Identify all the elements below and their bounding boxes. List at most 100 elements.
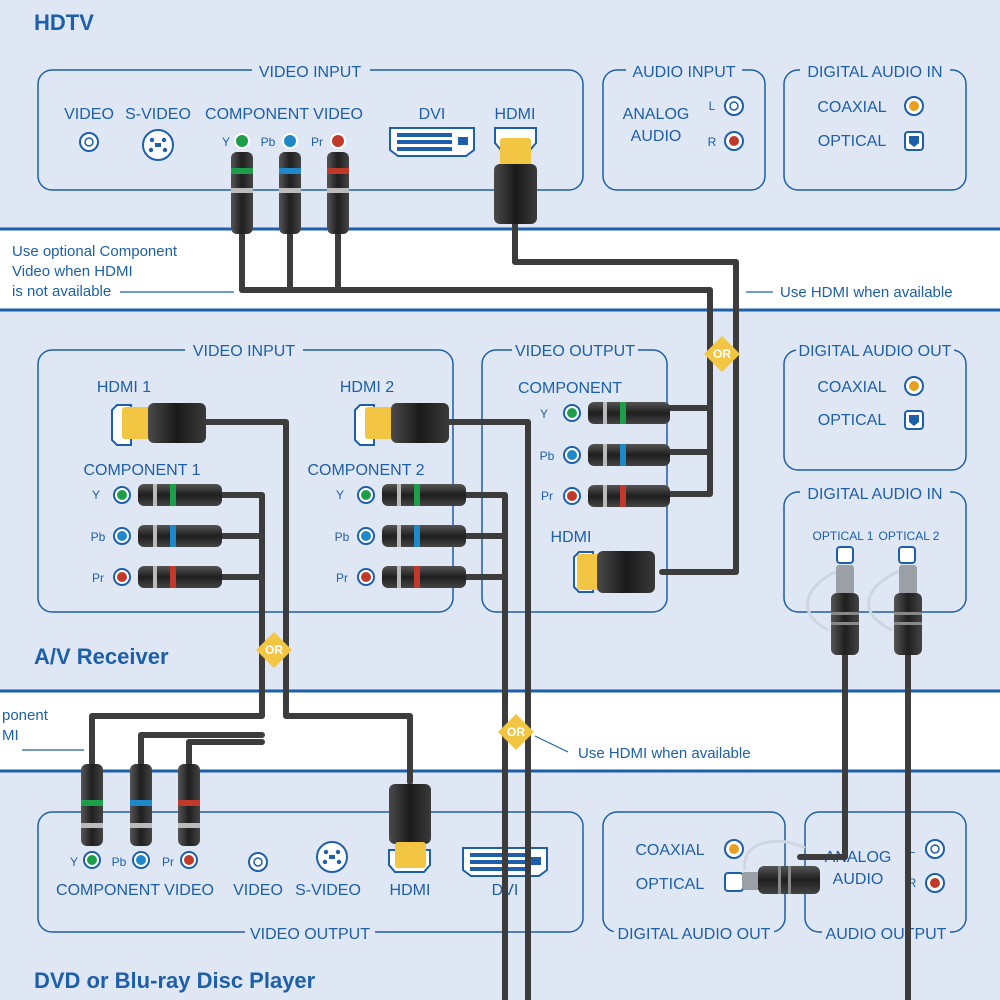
hdtv-svideo-label: S-VIDEO [125, 106, 191, 123]
receiver-digital-audio-in-title: DIGITAL AUDIO IN [807, 486, 942, 503]
receiver-out-pr-label: Pr [541, 489, 553, 503]
player-optical-label: OPTICAL [636, 876, 705, 893]
hdtv-r-label: R [708, 135, 717, 149]
svg-text:OR: OR [265, 643, 283, 657]
receiver-title: A/V Receiver [34, 644, 169, 669]
hdtv-hdmi-label: HDMI [495, 106, 536, 123]
hdtv-video-label: VIDEO [64, 106, 114, 123]
hdtv-video-jack-icon [79, 132, 99, 152]
note-hdmi-top: Use HDMI when available [746, 284, 953, 301]
hdtv-y-plug-icon [231, 133, 253, 234]
note-component-cut-line2: MI [2, 727, 19, 744]
player-panel [0, 772, 1000, 1000]
receiver-optical2-label: OPTICAL 2 [879, 529, 940, 543]
player-c-pb-cable [138, 732, 265, 771]
note-component: Use optional Component Video when HDMI i… [12, 243, 234, 300]
player-analog-label-2: AUDIO [833, 871, 884, 888]
receiver-out-hdmi-plug-icon [577, 551, 655, 593]
receiver-out-pb-label: Pb [540, 449, 555, 463]
receiver-video-output-title: VIDEO OUTPUT [515, 343, 635, 360]
player-digital-audio-out-box: DIGITAL AUDIO OUT COAXIAL OPTICAL [602, 811, 786, 943]
hdtv-coaxial-label: COAXIAL [817, 99, 886, 116]
hdtv-hdmi-cable [512, 217, 739, 575]
hdtv-component-label: COMPONENT VIDEO [205, 106, 363, 123]
receiver-out-y-plug-icon [563, 402, 670, 424]
or-badge-top: OR [704, 336, 740, 372]
receiver-c2-pr-label: Pr [336, 571, 348, 585]
hdtv-audio-input-box: AUDIO INPUT ANALOG AUDIO L R [602, 60, 766, 191]
receiver-optical-port-icon [904, 410, 924, 430]
receiver-video-input-title: VIDEO INPUT [193, 343, 295, 360]
player-coaxial-label: COAXIAL [635, 842, 704, 859]
receiver-coaxial-jack-icon [904, 376, 924, 396]
hdtv-hdmi-plug-icon [494, 138, 537, 224]
player-audio-l-jack-icon [925, 839, 945, 859]
note-hdmi-bottom: Use HDMI when available [534, 735, 751, 762]
hdtv-coaxial-jack-icon [904, 96, 924, 116]
svg-text:OR: OR [713, 347, 731, 361]
hdtv-digital-audio-in-title: DIGITAL AUDIO IN [807, 64, 942, 81]
optical-clear-cables [743, 566, 909, 871]
hdtv-component-y-cable [239, 227, 713, 411]
optical1-cable [797, 647, 848, 860]
hdtv-svideo-jack-icon [142, 129, 174, 161]
receiver-c2-pb-label: Pb [335, 530, 350, 544]
player-video-output-title: VIDEO OUTPUT [250, 926, 370, 943]
receiver-c2-plugs [357, 484, 466, 588]
receiver-hdmi1-cable [202, 419, 413, 785]
hdtv-analog-label-2: AUDIO [631, 128, 682, 145]
hdtv-l-label: L [709, 99, 716, 113]
receiver-hdmi1-plug-icon [122, 403, 206, 443]
receiver-digital-audio-in-box: DIGITAL AUDIO IN OPTICAL 1 OPTICAL 2 [783, 482, 967, 613]
player-hdmi-label: HDMI [390, 882, 431, 899]
note-component-cut: ponent MI [2, 707, 84, 751]
receiver-coaxial-label: COAXIAL [817, 379, 886, 396]
receiver-optical2-port-icon [898, 546, 916, 564]
player-audio-output-title: AUDIO OUTPUT [826, 926, 947, 943]
hdtv-dvi-label: DVI [419, 106, 446, 123]
player-pb-plug-icon [130, 764, 152, 869]
hdtv-pr-plug-icon [327, 133, 349, 234]
hdtv-video-input-title: VIDEO INPUT [259, 64, 361, 81]
player-video-label: VIDEO [233, 882, 283, 899]
player-hdmi-plug-icon [389, 784, 431, 868]
or-badge-left: OR [256, 632, 292, 668]
note-component-cut-line1: ponent [2, 707, 49, 724]
receiver-c1-pb-plug-icon [113, 525, 222, 547]
player-svideo-label: S-VIDEO [295, 882, 361, 899]
hdtv-optical-label: OPTICAL [818, 133, 887, 150]
hdtv-component-plugs [231, 133, 349, 234]
receiver-c1-pr-label: Pr [92, 571, 104, 585]
player-y-plug-icon [81, 764, 103, 869]
receiver-component1-label: COMPONENT 1 [83, 462, 200, 479]
receiver-digital-audio-out-title: DIGITAL AUDIO OUT [799, 343, 952, 360]
player-title: DVD or Blu-ray Disc Player [34, 968, 316, 993]
player-y-label: Y [70, 855, 78, 869]
hdtv-optical-port-icon [904, 131, 924, 151]
receiver-c1-y-label: Y [92, 488, 100, 502]
receiver-c1-plugs [113, 484, 222, 588]
receiver-c2-y-label: Y [336, 488, 344, 502]
receiver-hdmi2-label: HDMI 2 [340, 379, 394, 396]
player-l-label: L [909, 842, 916, 856]
hdtv-video-input-box: VIDEO INPUT VIDEO S-VIDEO COMPONENT VIDE… [37, 60, 584, 191]
receiver-component2-label: COMPONENT 2 [307, 462, 424, 479]
receiver-out-pr-plug-icon [563, 485, 670, 507]
player-digital-audio-out-title: DIGITAL AUDIO OUT [618, 926, 771, 943]
player-coaxial-jack-icon [724, 839, 744, 859]
player-pb-label: Pb [112, 855, 127, 869]
receiver-c2-y-cable [462, 492, 508, 1000]
hdtv-pb-label: Pb [261, 135, 276, 149]
receiver-hdmi2-cable [444, 419, 531, 1000]
receiver-c2-pr-plug-icon [357, 566, 466, 588]
receiver-c2-pb-plug-icon [357, 525, 466, 547]
receiver-out-hdmi-label: HDMI [551, 529, 592, 546]
player-optical-plug-icon [742, 866, 820, 894]
player-pr-plug-icon [178, 764, 200, 869]
receiver-out-pr-cable [667, 449, 713, 497]
player-svideo-jack-icon [316, 841, 348, 873]
player-optical-port-icon [724, 872, 744, 892]
note-component-line1: Use optional Component [12, 243, 178, 260]
